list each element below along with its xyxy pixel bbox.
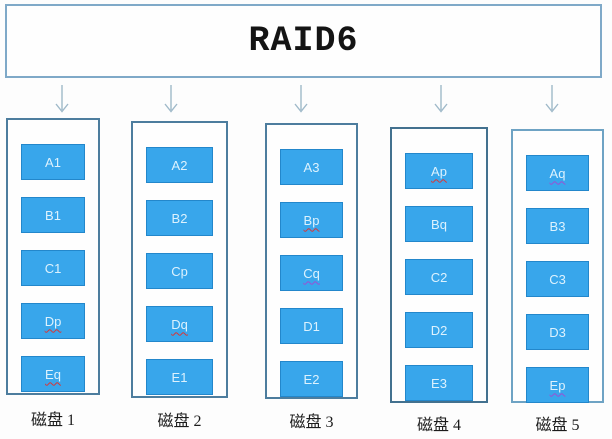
data-block: Eq xyxy=(21,356,85,392)
block-label: Bq xyxy=(431,216,447,232)
disk-label: 磁盘 5 xyxy=(535,417,580,434)
data-block: Ep xyxy=(526,367,589,403)
block-label: Aq xyxy=(549,165,566,181)
block-label: A2 xyxy=(171,157,188,173)
block-label: B3 xyxy=(549,218,566,234)
block-label: D3 xyxy=(549,324,566,340)
data-block: Dp xyxy=(21,303,85,339)
data-block: B2 xyxy=(146,200,213,236)
down-arrow-icon xyxy=(434,85,448,113)
data-block: Cp xyxy=(146,253,213,289)
data-block: A3 xyxy=(280,149,343,185)
block-label: E2 xyxy=(303,371,320,387)
data-block: D3 xyxy=(526,314,589,350)
block-label: C1 xyxy=(44,260,62,276)
data-block: D1 xyxy=(280,308,343,344)
disk-column-1: A1 B1 C1 Dp Eq xyxy=(6,118,100,395)
down-arrow-icon xyxy=(545,85,559,113)
disk-label: 磁盘 2 xyxy=(157,413,202,430)
block-label: Ep xyxy=(549,377,566,393)
disk-column-4: Ap Bq C2 D2 E3 xyxy=(390,127,488,403)
block-label: B1 xyxy=(45,207,61,223)
data-block: Bp xyxy=(280,202,343,238)
raid-title: RAID6 xyxy=(248,21,359,61)
data-block: Bq xyxy=(405,206,473,242)
data-block: Ap xyxy=(405,153,473,189)
data-block: C3 xyxy=(526,261,589,297)
disk-label: 磁盘 1 xyxy=(30,412,75,429)
data-block: C2 xyxy=(405,259,473,295)
block-label: D2 xyxy=(430,322,448,338)
block-label: Dq xyxy=(171,316,188,332)
block-label: A3 xyxy=(303,159,320,175)
block-label: E3 xyxy=(431,375,447,391)
data-block: E1 xyxy=(146,359,213,395)
block-label: Ap xyxy=(431,163,447,179)
block-label: A1 xyxy=(45,154,61,170)
data-block: E2 xyxy=(280,361,343,397)
disk-label: 磁盘 3 xyxy=(289,414,334,431)
data-block: E3 xyxy=(405,365,473,401)
data-block: Aq xyxy=(526,155,589,191)
block-label: C3 xyxy=(549,271,566,287)
block-label: Cp xyxy=(171,263,188,279)
disk-column-3: A3 Bp Cq D1 E2 xyxy=(265,123,358,399)
data-block: B3 xyxy=(526,208,589,244)
block-label: B2 xyxy=(171,210,188,226)
block-label: E1 xyxy=(171,369,188,385)
block-label: C2 xyxy=(430,269,448,285)
disk-column-5: Aq B3 C3 D3 Ep xyxy=(511,129,604,403)
block-label: Cq xyxy=(303,265,320,281)
data-block: C1 xyxy=(21,250,85,286)
disk-column-2: A2 B2 Cp Dq E1 xyxy=(131,121,228,398)
down-arrow-icon xyxy=(164,85,178,113)
raid-title-box: RAID6 xyxy=(5,4,602,78)
down-arrow-icon xyxy=(294,85,308,113)
data-block: D2 xyxy=(405,312,473,348)
data-block: Cq xyxy=(280,255,343,291)
down-arrow-icon xyxy=(55,85,69,113)
block-label: Bp xyxy=(303,212,320,228)
block-label: D1 xyxy=(303,318,320,334)
data-block: Dq xyxy=(146,306,213,342)
block-label: Dp xyxy=(44,313,62,329)
block-label: Eq xyxy=(45,366,61,382)
data-block: A1 xyxy=(21,144,85,180)
data-block: A2 xyxy=(146,147,213,183)
disk-label: 磁盘 4 xyxy=(416,417,461,434)
data-block: B1 xyxy=(21,197,85,233)
